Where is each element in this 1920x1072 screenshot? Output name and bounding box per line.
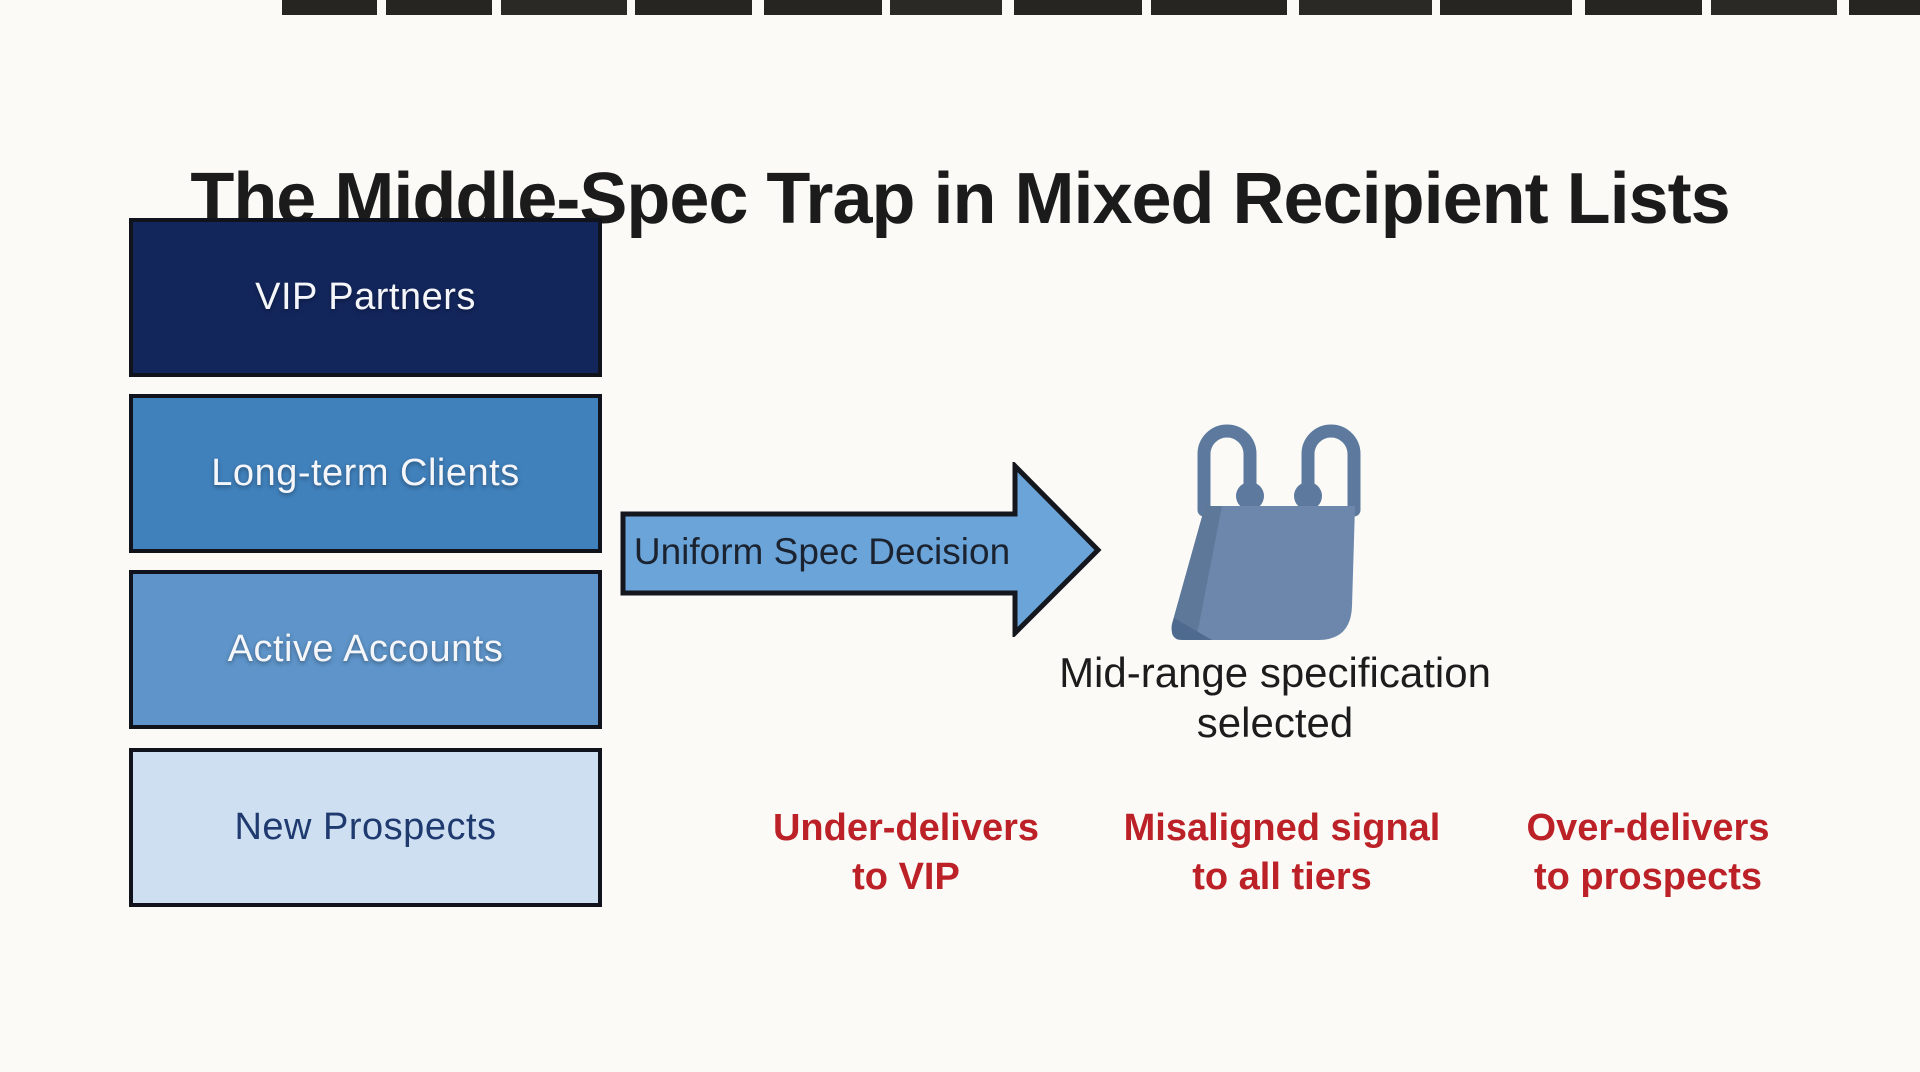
outcome-caption-line1: Mid-range specification [1059, 649, 1491, 696]
decision-arrow-label: Uniform Spec Decision [633, 531, 1011, 572]
shopping-bag-icon [1160, 394, 1380, 646]
tier-box-vip-partners: VIP Partners [129, 218, 602, 377]
tier-label: Long-term Clients [211, 452, 520, 494]
consequence-line2: to VIP [852, 855, 960, 898]
tier-label: VIP Partners [255, 276, 476, 318]
tier-box-long-term-clients: Long-term Clients [129, 394, 602, 553]
tier-label: New Prospects [234, 806, 497, 848]
consequence-line2: to all tiers [1192, 855, 1372, 898]
consequence-misaligned-signal: Misaligned signal to all tiers [1102, 804, 1462, 901]
decision-arrow [620, 459, 1105, 640]
right-arrow-shape [620, 459, 1102, 640]
outcome-caption-line2: selected [1196, 698, 1354, 746]
tier-label: Active Accounts [227, 628, 504, 670]
tier-box-new-prospects: New Prospects [129, 748, 602, 907]
tier-box-active-accounts: Active Accounts [129, 570, 602, 729]
title-suffix: Trap in Mixed Recipient Lists [747, 159, 1730, 240]
consequence-line1: Under-delivers [772, 807, 1040, 849]
consequence-line1: Misaligned signal [1123, 807, 1441, 849]
consequence-under-delivers: Under-delivers to VIP [726, 804, 1086, 901]
consequence-line2: to prospects [1533, 855, 1763, 898]
top-edge-artifact [282, 0, 1920, 15]
page-title: The Middle-Spec Trap in Mixed Recipient … [0, 160, 1920, 239]
consequence-line1: Over-delivers [1526, 807, 1770, 849]
consequence-over-delivers: Over-delivers to prospects [1468, 804, 1828, 901]
outcome-caption: Mid-range specification selected [1020, 648, 1530, 747]
